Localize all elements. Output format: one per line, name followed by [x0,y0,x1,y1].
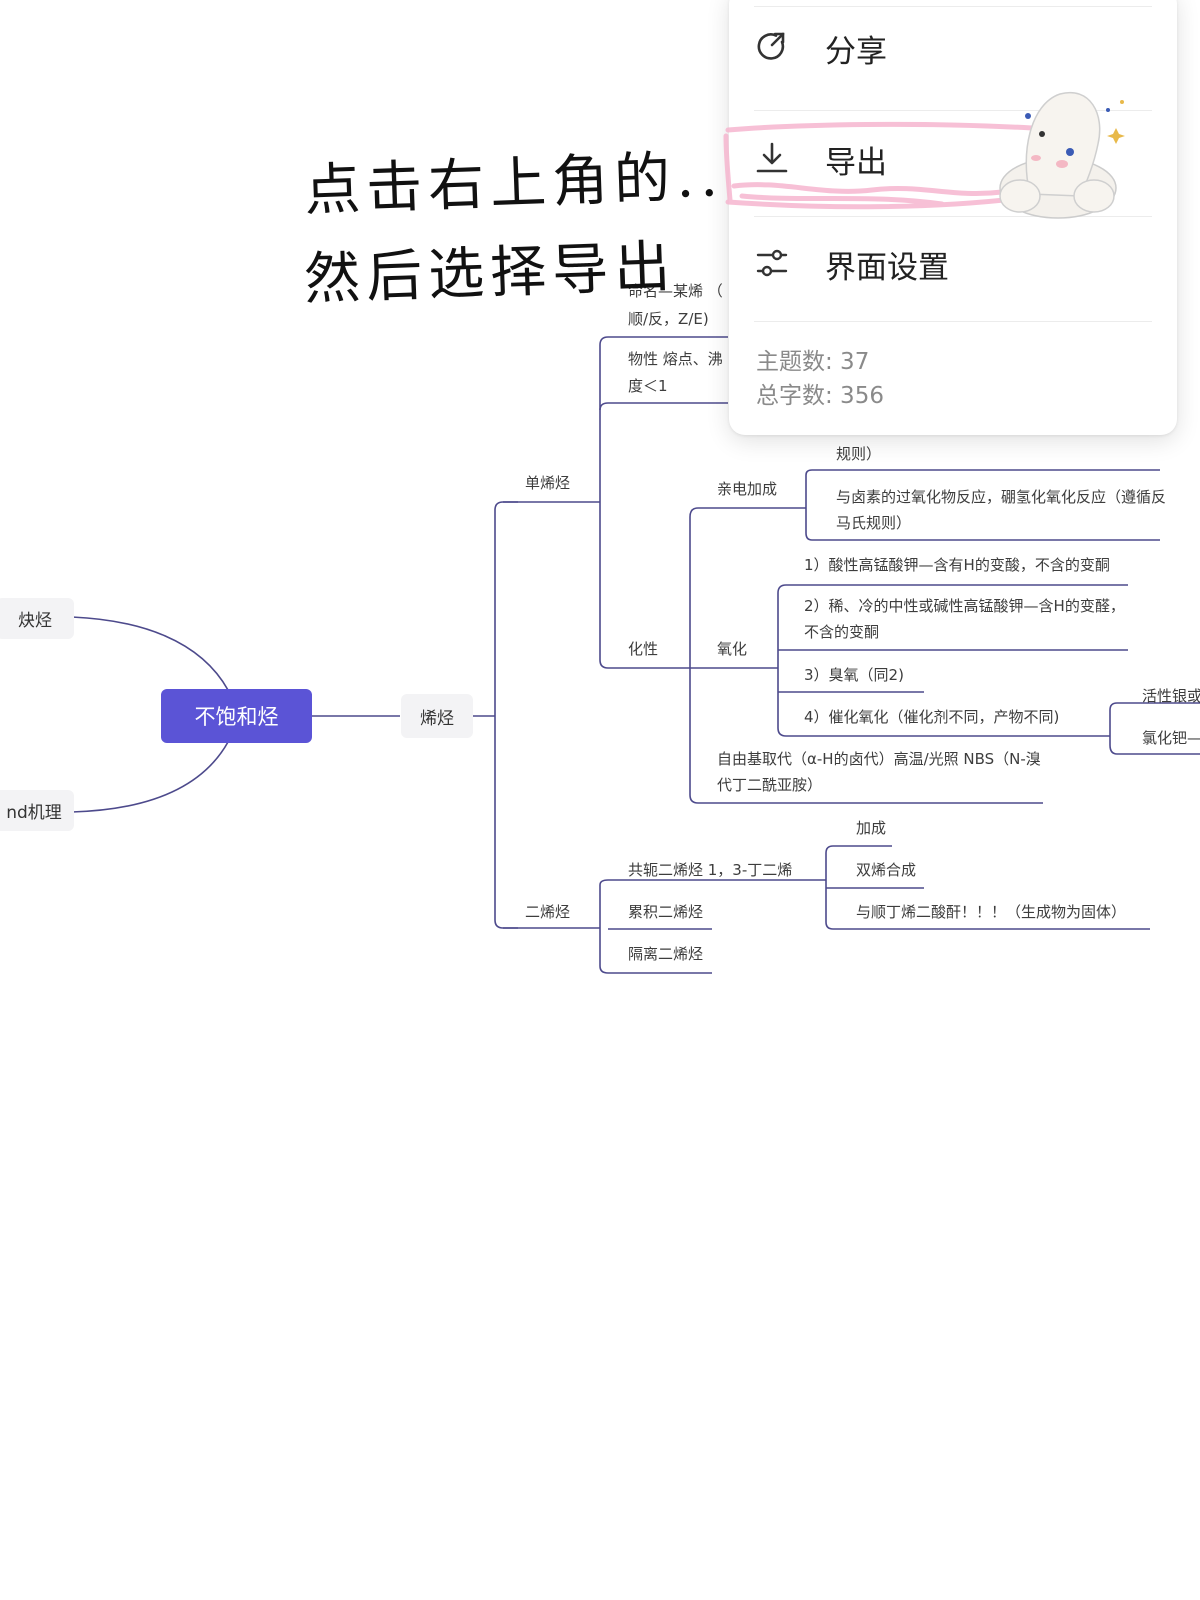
mindmap-node-rule-tail: 规则） [836,445,882,463]
mindmap-node-oxidation[interactable]: 氧化 [717,640,748,658]
mindmap-node-ox-3[interactable]: 3）臭氧（同2) [804,666,904,684]
mindmap-node-ox-1[interactable]: 1）酸性高锰酸钾—含有H的变酸，不含的变酮 [804,556,1110,574]
highlight-marker [723,121,1035,210]
word-count: 总字数: 356 [756,383,884,409]
annotation-line-1: 点击右上角的... [303,143,749,224]
mindmap-node-addition[interactable]: 加成 [856,819,887,837]
mindmap-node-conjugated[interactable]: 共轭二烯烃 1，3-丁二烯 [628,861,793,879]
mindmap-node-mechanism[interactable]: nd机理 [0,790,74,831]
mindmap-node-monoene[interactable]: 单烯烃 [525,474,571,492]
cloud-bunny-sticker [999,91,1125,219]
mindmap-node-peroxide-reaction[interactable]: 与卤素的过氧化物反应，硼氢化氧化反应（遵循反马氏规则） [836,488,1167,532]
menu-item-label: 界面设置 [825,250,949,286]
menu-item-export[interactable]: 导出 [729,105,1177,209]
menu-item-label: 导出 [825,145,887,181]
menu-divider [754,110,1152,111]
menu-divider [754,321,1152,322]
node-label: 烯烃 [420,708,454,729]
mindmap-node-alkyne[interactable]: 炔烃 [0,598,74,639]
node-label: 炔烃 [18,611,52,631]
mindmap-node-ox-4[interactable]: 4）催化氧化（催化剂不同，产物不同) [804,708,1060,726]
mindmap-node-alkene[interactable]: 烯烃 [401,694,473,738]
mindmap-node-physical-2: 度＜1 [628,377,668,395]
annotation-line-2: 然后选择导出 [303,234,678,313]
mindmap-node-ox-2[interactable]: 2）稀、冷的中性或碱性高锰酸钾—含H的变醛，不含的变酮 [804,597,1125,641]
mindmap-node-ox-4a[interactable]: 活性银或 [1142,687,1200,705]
mindmap-node-electrophilic-addition[interactable]: 亲电加成 [717,480,778,498]
menu-top-divider [754,6,1152,7]
mindmap-node-naming[interactable]: 命名—某烯 （ [628,282,723,300]
topic-count: 主题数: 37 [756,349,870,375]
mindmap-node-naming-2: 顺/反，Z/E) [628,310,709,328]
menu-divider [754,216,1152,217]
menu-item-interface-settings[interactable]: 界面设置 [729,210,1177,314]
download-icon [756,142,788,173]
mindmap-node-chemical[interactable]: 化性 [628,640,659,658]
mindmap-node-maleic[interactable]: 与顺丁烯二酸酐！！！（生成物为固体） [856,903,1127,921]
mindmap-node-ox-4b[interactable]: 氯化钯— [1142,729,1200,747]
mindmap-node-cumulated[interactable]: 累积二烯烃 [628,903,704,921]
mindmap-root-node[interactable]: 不饱和烃 [161,689,312,743]
node-label: nd机理 [6,803,62,823]
menu-item-share[interactable]: 分享 [729,0,1177,98]
mindmap-node-diels-alder[interactable]: 双烯合成 [856,861,917,879]
root-label: 不饱和烃 [194,705,279,729]
mindmap-node-diene[interactable]: 二烯烃 [525,903,571,921]
more-options-menu: 分享 导出 界面设置 主题数: 37 总字数: 356 [729,0,1177,435]
sliders-icon [756,249,788,277]
mindmap-node-physical[interactable]: 物性 熔点、沸 [628,350,723,368]
menu-item-label: 分享 [825,34,887,70]
mindmap-node-radical-substitution[interactable]: 自由基取代（α-H的卤代）高温/光照 NBS（N-溴代丁二酰亚胺） [717,750,1041,794]
mindmap-node-isolated[interactable]: 隔离二烯烃 [628,945,704,963]
share-icon [757,32,785,60]
